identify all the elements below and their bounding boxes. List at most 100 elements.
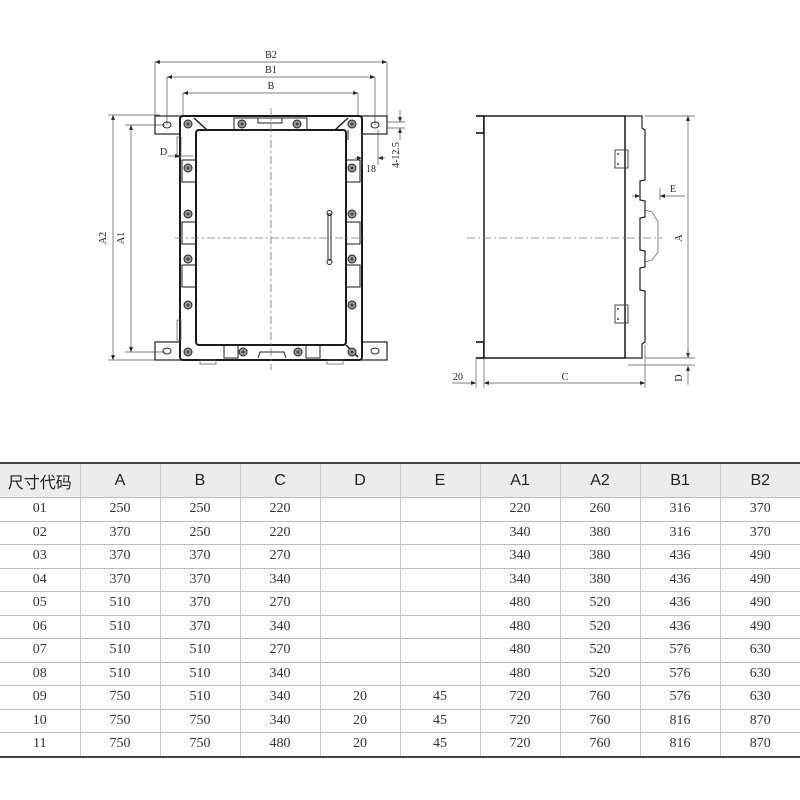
table-cell: 340	[479, 544, 560, 568]
table-cell: 20	[319, 685, 400, 709]
table-cell: 576	[639, 638, 720, 662]
table-cell	[399, 544, 480, 568]
table-cell	[399, 497, 480, 521]
table-cell: 370	[719, 520, 800, 545]
table-cell: 870	[719, 732, 800, 758]
table-cell: 510	[79, 661, 160, 686]
table-cell: 06	[0, 614, 80, 639]
table-cell	[399, 567, 480, 592]
table-cell: 340	[479, 567, 560, 592]
table-cell	[319, 614, 400, 639]
header-b1: B1	[639, 462, 720, 498]
table-cell: 370	[159, 544, 240, 568]
table-cell: 760	[559, 685, 640, 709]
dim-a: A	[645, 115, 695, 359]
table-cell: 340	[239, 661, 320, 686]
table-cell: 45	[399, 708, 480, 733]
table-cell: 870	[719, 708, 800, 733]
table-cell: 370	[159, 614, 240, 639]
table-cell: 340	[239, 708, 320, 733]
svg-text:B2: B2	[265, 50, 277, 61]
svg-text:A1: A1	[116, 232, 127, 244]
table-cell: 03	[0, 544, 80, 568]
table-cell: 340	[239, 614, 320, 639]
table-cell: 10	[0, 708, 80, 733]
header-a1: A1	[479, 462, 560, 498]
header-a: A	[79, 462, 160, 498]
svg-text:E: E	[670, 184, 676, 195]
table-cell: 480	[239, 732, 320, 758]
table-cell: 340	[239, 685, 320, 709]
table-cell: 220	[239, 497, 320, 521]
table-cell: 250	[159, 497, 240, 521]
table-cell: 480	[479, 661, 560, 686]
table-cell: 630	[719, 661, 800, 686]
table-cell: 380	[559, 544, 640, 568]
table-cell: 380	[559, 567, 640, 592]
dim-a2: A2	[98, 114, 160, 361]
table-cell	[319, 497, 400, 521]
dim-hole-spec: 4-12.5	[387, 110, 405, 168]
dim-d-side: D	[628, 348, 695, 385]
table-cell: 510	[159, 685, 240, 709]
front-view: B2 B1 B A2 A1	[98, 50, 405, 370]
header-b2: B2	[719, 462, 800, 498]
table-cell: 220	[239, 520, 320, 545]
bolt-icons	[183, 119, 357, 357]
svg-text:D: D	[160, 147, 167, 158]
dim-c: C	[475, 345, 646, 388]
table-cell: 480	[479, 591, 560, 615]
table-cell: 08	[0, 661, 80, 686]
table-cell: 11	[0, 732, 80, 758]
table-cell: 04	[0, 567, 80, 592]
table-cell: 576	[639, 661, 720, 686]
table-cell	[399, 614, 480, 639]
table-cell	[319, 638, 400, 662]
svg-text:D: D	[674, 374, 685, 381]
table-cell: 370	[79, 544, 160, 568]
table-cell: 510	[79, 614, 160, 639]
table-cell	[319, 591, 400, 615]
side-view: A D E C 20	[452, 115, 695, 388]
header-e: E	[399, 462, 480, 498]
table-cell: 436	[639, 614, 720, 639]
dim-b1: B1	[166, 65, 376, 125]
table-cell: 370	[159, 567, 240, 592]
table-cell: 720	[479, 732, 560, 758]
table-cell: 816	[639, 708, 720, 733]
svg-text:4-12.5: 4-12.5	[391, 142, 402, 168]
table-cell: 45	[399, 732, 480, 758]
dim-b: B	[182, 81, 359, 118]
technical-drawing: B2 B1 B A2 A1	[98, 50, 695, 388]
table-cell: 07	[0, 638, 80, 662]
table-cell: 630	[719, 685, 800, 709]
table-cell: 750	[79, 732, 160, 758]
table-cell: 01	[0, 497, 80, 521]
svg-text:C: C	[562, 372, 569, 383]
handle-icon	[326, 210, 333, 265]
table-cell: 270	[239, 544, 320, 568]
table-cell: 09	[0, 685, 80, 709]
table-cell: 220	[479, 497, 560, 521]
table-cell: 750	[79, 708, 160, 733]
table-cell: 750	[159, 732, 240, 758]
table-cell	[319, 520, 400, 545]
header-b: B	[159, 462, 240, 498]
table-cell: 510	[159, 661, 240, 686]
svg-text:20: 20	[453, 372, 463, 383]
table-cell	[319, 567, 400, 592]
table-cell: 340	[239, 567, 320, 592]
table-cell: 370	[719, 497, 800, 521]
table-cell: 760	[559, 732, 640, 758]
table-cell	[399, 661, 480, 686]
table-cell: 20	[319, 732, 400, 758]
table-cell: 250	[79, 497, 160, 521]
svg-text:A2: A2	[98, 232, 109, 244]
